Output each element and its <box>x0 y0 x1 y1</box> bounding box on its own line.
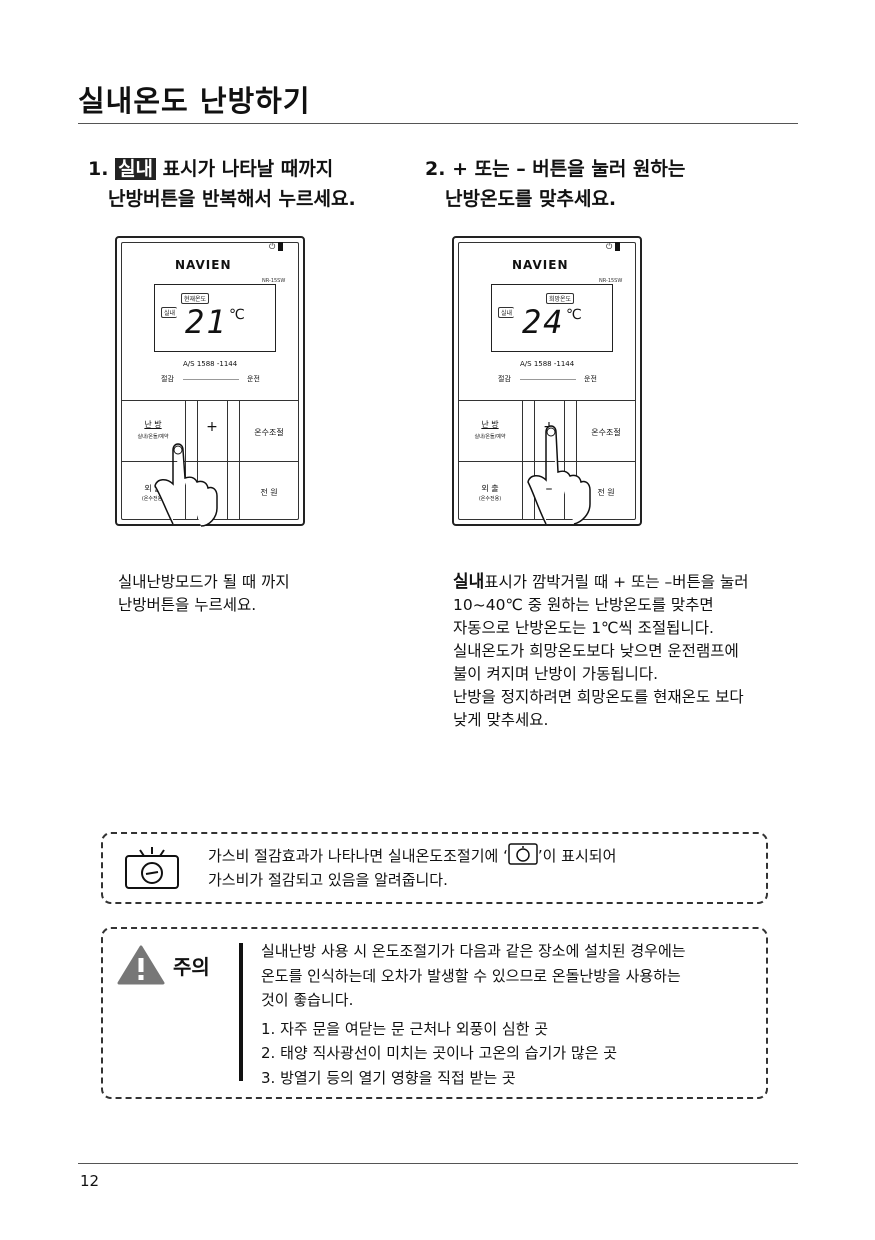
step2-line2: 난방온도를 맞추세요. <box>445 188 617 210</box>
tip-box: 가스비 절감효과가 나타나면 실내온도조절기에 ‘ ’이 표시되어 가스비가 절감… <box>101 832 768 904</box>
out-sub: (온수전용) <box>478 496 502 502</box>
heat-button[interactable]: 난 방 <box>481 420 499 429</box>
power-indicator-icon: ⏻ <box>269 242 283 252</box>
tip-line1-before: 가스비 절감효과가 나타나면 실내온도조절기에 ‘ <box>208 847 508 865</box>
step1-line2: 난방버튼을 반복해서 누르세요. <box>108 188 356 210</box>
pressing-hand-icon <box>154 443 218 527</box>
lcd-unit: ℃ <box>566 307 582 323</box>
water-temp-button[interactable]: 온수조절 <box>591 428 621 437</box>
tip-line2: 가스비가 절감되고 있음을 알려줍니다. <box>208 871 448 889</box>
lcd-mode: 실내 <box>498 307 515 318</box>
step2-description: 실내표시가 깜박거릴 때 + 또는 –버튼을 눌러 10~40℃ 중 원하는 난… <box>453 571 748 732</box>
step1-number: 1. <box>88 158 109 180</box>
step2-desc-line: 자동으로 난방온도는 1℃씩 조절됩니다. <box>453 619 714 637</box>
step2-desc-line: 불이 켜지며 난방이 가동됩니다. <box>453 665 659 683</box>
step2-desc-line: 낮게 맞추세요. <box>453 711 549 729</box>
step2-desc-first: 표시가 깜박거릴 때 + 또는 –버튼을 눌러 <box>484 573 749 591</box>
step1-description: 실내난방모드가 될 때 까지 난방버튼을 누르세요. <box>118 571 290 617</box>
plus-button[interactable]: + <box>206 419 218 435</box>
step2-line1: + 또는 – 버튼을 눌러 원하는 <box>452 158 686 180</box>
step1-highlight: 실내 <box>115 158 157 180</box>
step1-desc-line: 난방버튼을 누르세요. <box>118 596 257 614</box>
caution-item: 1. 자주 문을 여닫는 문 근처나 외풍이 심한 곳 <box>261 1019 549 1038</box>
run-label: 운전 <box>584 375 597 383</box>
title-divider <box>78 123 798 124</box>
brand-logo: NAVIEN <box>512 258 569 272</box>
lcd-tag: 현재온도 <box>181 293 210 304</box>
tip-text: 가스비 절감효과가 나타나면 실내온도조절기에 ‘ ’이 표시되어 가스비가 절감… <box>208 843 616 892</box>
lamp-bar <box>183 379 239 380</box>
caution-intro-line: 실내난방 사용 시 온도조절기가 다음과 같은 장소에 설치된 경우에는 <box>261 942 686 960</box>
step1-line1: 표시가 나타날 때까지 <box>156 158 334 180</box>
power-button[interactable]: 전 원 <box>597 488 615 497</box>
step1-heading: 1. 실내 표시가 나타날 때까지 난방버튼을 반복해서 누르세요. <box>88 154 356 214</box>
lcd-mode: 실내 <box>161 307 178 318</box>
water-temp-button[interactable]: 온수조절 <box>254 428 284 437</box>
run-label: 운전 <box>247 375 260 383</box>
caution-box: 주의 실내난방 사용 시 온도조절기가 다음과 같은 장소에 설치된 경우에는 … <box>101 927 768 1099</box>
step2-desc-line: 10~40℃ 중 원하는 난방온도를 맞추면 <box>453 596 714 614</box>
lcd-display: 현재온도 실내 21 ℃ <box>154 284 276 352</box>
save-label: 절감 <box>161 375 174 383</box>
power-indicator-icon: ⏻ <box>606 242 620 252</box>
model-label: NR-15SW <box>599 278 623 284</box>
caution-label: 주의 <box>173 955 210 979</box>
caution-text: 실내난방 사용 시 온도조절기가 다음과 같은 장소에 설치된 경우에는 온도를… <box>261 939 686 1090</box>
lcd-unit: ℃ <box>229 307 245 323</box>
thermostat-illustration-1: ⏻ NAVIEN NR-15SW 현재온도 실내 21 ℃ A/S 1588 -… <box>115 236 305 527</box>
lcd-display: 희망온도 실내 24 ℃ <box>491 284 613 352</box>
heat-button[interactable]: 난 방 <box>144 420 162 429</box>
heat-sub: 실내/온돌/예약 <box>474 434 506 440</box>
energy-saving-icon <box>125 847 179 889</box>
warning-icon <box>117 945 165 985</box>
minus-button[interactable]: – <box>545 481 553 497</box>
step2-desc-bold: 실내 <box>453 572 485 592</box>
lcd-temperature: 21 <box>185 303 228 341</box>
energy-saving-inline-icon <box>508 843 538 865</box>
lamp-bar <box>520 379 576 380</box>
save-label: 절감 <box>498 375 511 383</box>
caution-item: 2. 태양 직사광선이 미치는 곳이나 고온의 습기가 많은 곳 <box>261 1044 618 1062</box>
caution-divider <box>239 943 243 1081</box>
pressing-hand-icon <box>527 425 591 525</box>
step2-desc-line: 난방을 정지하려면 희망온도를 현재온도 보다 <box>453 688 744 706</box>
lcd-temperature: 24 <box>522 303 565 341</box>
step2-number: 2. <box>425 158 446 180</box>
heat-sub: 실내/온돌/예약 <box>137 434 169 440</box>
as-number: A/S 1588 -1144 <box>520 360 575 368</box>
as-number: A/S 1588 -1144 <box>183 360 238 368</box>
caution-intro-line: 것이 좋습니다. <box>261 991 354 1009</box>
tip-line1-after: ’이 표시되어 <box>537 847 617 865</box>
out-button[interactable]: 외 출 <box>144 484 162 493</box>
thermostat-illustration-2: ⏻ NAVIEN NR-15SW 희망온도 실내 24 ℃ A/S 1588 -… <box>452 236 642 526</box>
step2-heading: 2. + 또는 – 버튼을 눌러 원하는 난방온도를 맞추세요. <box>425 154 685 214</box>
out-sub: (온수전용) <box>141 496 165 502</box>
step1-desc-line: 실내난방모드가 될 때 까지 <box>118 573 290 591</box>
out-button[interactable]: 외 출 <box>481 484 499 493</box>
lcd-tag: 희망온도 <box>546 293 575 304</box>
power-button[interactable]: 전 원 <box>260 488 278 497</box>
caution-intro-line: 온도를 인식하는데 오차가 발생할 수 있으므로 온돌난방을 사용하는 <box>261 966 681 985</box>
page-title: 실내온도 난방하기 <box>78 84 311 118</box>
footer-divider <box>78 1163 798 1164</box>
model-label: NR-15SW <box>262 278 286 284</box>
caution-item: 3. 방열기 등의 열기 영향을 직접 받는 곳 <box>261 1068 516 1087</box>
brand-logo: NAVIEN <box>175 258 232 272</box>
step2-desc-line: 실내온도가 희망온도보다 낮으면 운전램프에 <box>453 642 739 660</box>
page-number: 12 <box>80 1172 100 1190</box>
